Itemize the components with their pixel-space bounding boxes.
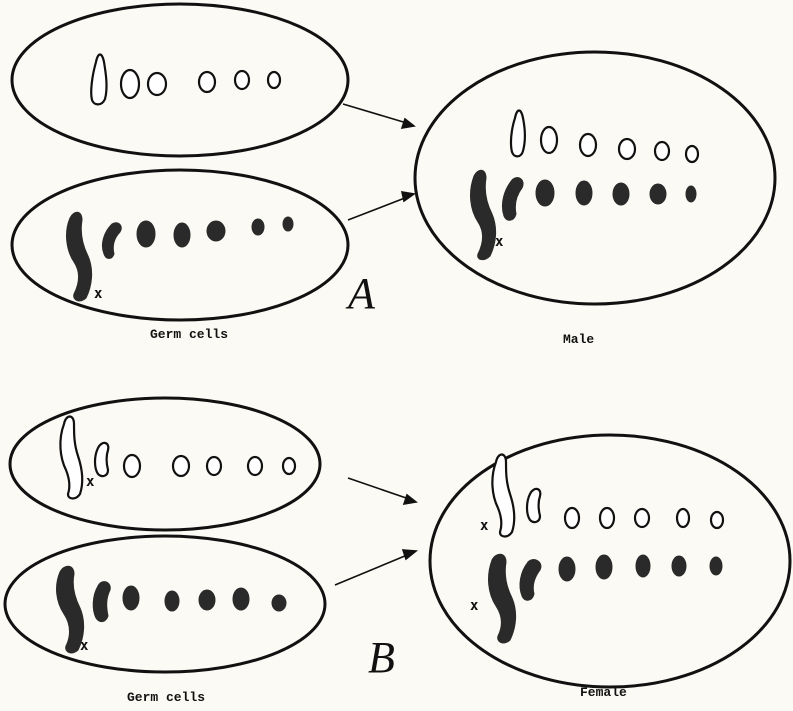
- chromosome-filled: [174, 223, 190, 247]
- caption-germ-cells: Germ cells: [150, 327, 228, 342]
- arrow: [335, 553, 412, 585]
- result-cell-male: [415, 52, 775, 304]
- chromosome-outline: [600, 508, 614, 528]
- chromosome-outline: [207, 457, 221, 475]
- x-label: x: [470, 598, 479, 614]
- chromosome-outline: [148, 73, 166, 95]
- chromosome-outline: [619, 139, 635, 159]
- x-label: x: [86, 474, 95, 490]
- chromosome-filled: [207, 221, 225, 241]
- outline-chromosome-row: [511, 111, 698, 163]
- chromosome-outline: [677, 509, 689, 527]
- arrows-b: [335, 478, 416, 585]
- arrowhead: [403, 550, 416, 559]
- chromosome-outline: [173, 456, 189, 476]
- outline-chromosome-row: [91, 55, 280, 105]
- outline-chromosome-row: [60, 417, 295, 499]
- chromosome-filled: [283, 217, 293, 231]
- filled-chromosome-row: [489, 554, 722, 643]
- chromosome-filled: [650, 184, 666, 204]
- chromosome-outline: [565, 508, 579, 528]
- chromosome-filled: [613, 183, 629, 205]
- chromosome-filled: [123, 586, 139, 610]
- chromosome-outline: [199, 72, 215, 92]
- chromosome-filled: [233, 588, 249, 610]
- caption-result: Female: [580, 685, 627, 700]
- chromosome-filled: [536, 180, 554, 206]
- chromosome-outline: [248, 457, 262, 475]
- chromosome-filled: [502, 178, 523, 221]
- chromosome-filled: [559, 557, 575, 581]
- chromosome-filled: [672, 556, 686, 576]
- x-label: x: [480, 518, 489, 534]
- chromosome-outline: [235, 71, 249, 89]
- x-chromosome: [471, 170, 496, 259]
- germ-cell-b-top: [10, 398, 320, 530]
- chromosome-outline: [635, 509, 649, 527]
- chromosome-filled: [272, 595, 286, 611]
- chromosome-filled: [596, 555, 612, 579]
- arrows-a: [343, 104, 414, 220]
- chromosome-outline: [124, 455, 140, 477]
- arrowhead: [402, 119, 414, 128]
- chromosome-filled: [710, 557, 722, 575]
- chromosome-outline: [527, 489, 540, 522]
- x-label: x: [80, 638, 89, 654]
- chromosome-outline: [95, 443, 108, 476]
- caption-germ-cells: Germ cells: [127, 690, 205, 705]
- arrow: [348, 478, 412, 500]
- chromosome-filled: [165, 591, 179, 611]
- caption-result: Male: [563, 332, 594, 347]
- panel-b: x x x: [5, 398, 790, 705]
- chromosome-outline: [91, 55, 106, 105]
- panel-a: x x A Germ cells: [12, 4, 775, 347]
- arrowhead: [402, 192, 414, 201]
- filled-chromosome-row: [471, 170, 696, 259]
- chromosome-filled: [252, 219, 264, 235]
- panel-letter: A: [345, 269, 376, 318]
- chromosome-filled: [93, 582, 110, 622]
- x-chromosome: [67, 212, 92, 301]
- filled-chromosome-row: [57, 566, 286, 653]
- chromosome-outline: [283, 458, 295, 474]
- arrow: [343, 104, 410, 124]
- chromosome-filled: [199, 590, 215, 610]
- chromosome-filled: [686, 186, 696, 202]
- germ-cell-a-top: [12, 4, 348, 156]
- chromosome-outline: [686, 146, 698, 162]
- x-chromosome: [489, 554, 516, 643]
- arrow: [348, 196, 410, 220]
- chromosome-filled: [520, 560, 541, 601]
- chromosome-outline: [511, 111, 525, 157]
- chromosome-filled: [576, 181, 592, 205]
- arrowhead: [404, 495, 416, 504]
- chromosome-filled: [102, 223, 121, 259]
- chromosome-filled: [636, 555, 650, 577]
- chromosome-outline: [121, 70, 139, 98]
- chromosome-outline: [711, 512, 723, 528]
- x-chromosome-outline: [492, 455, 514, 537]
- x-label: x: [495, 234, 504, 250]
- chromosome-outline: [655, 142, 669, 160]
- x-label: x: [94, 286, 103, 302]
- chromosome-outline: [268, 72, 280, 88]
- x-chromosome-outline: [60, 417, 82, 499]
- chromosome-filled: [137, 221, 155, 247]
- chromosome-outline: [580, 134, 596, 156]
- outline-chromosome-row: [492, 455, 723, 537]
- panel-letter: B: [368, 633, 395, 682]
- chromosome-outline: [541, 127, 557, 153]
